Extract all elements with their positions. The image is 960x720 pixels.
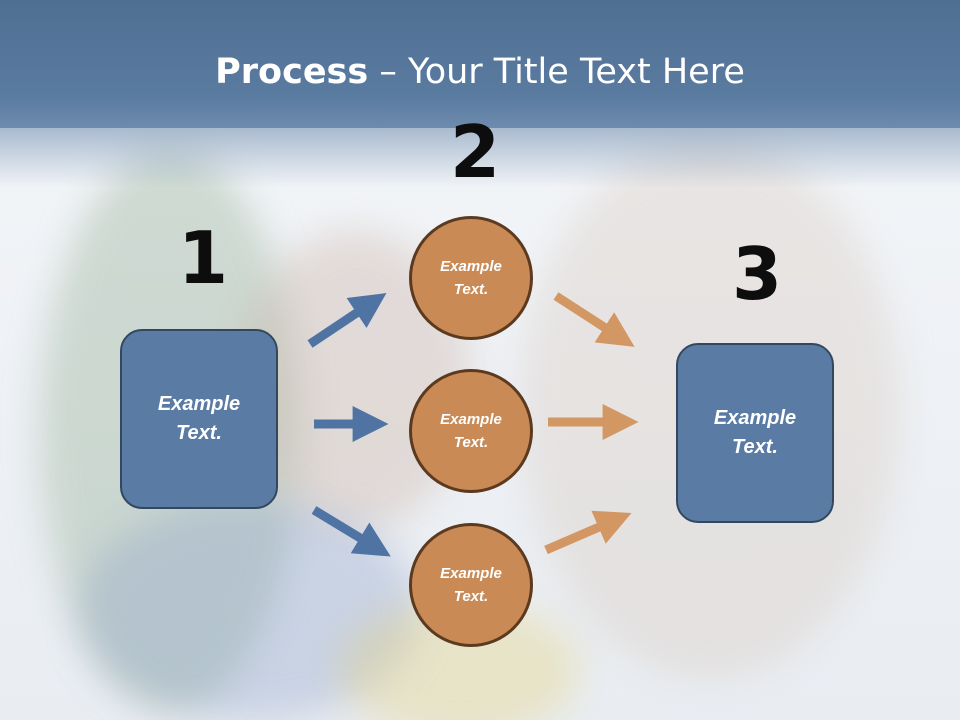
- step-3-text-line1: Example: [713, 407, 797, 429]
- title-bold: Process: [215, 52, 369, 92]
- circle-text-line1: Example: [440, 411, 502, 428]
- title-rest: – Your Title Text Here: [368, 52, 745, 92]
- circle-text: Example Text.: [440, 255, 502, 301]
- step-number-2: 2: [450, 110, 501, 194]
- circle-text-line2: Text.: [453, 434, 489, 451]
- step-2-circle-top: Example Text.: [409, 216, 533, 340]
- step-3-text-line2: Text.: [732, 436, 778, 458]
- step-1-text-line1: Example: [157, 393, 241, 415]
- step-1-box: Example Text.: [120, 329, 278, 509]
- circle-text-line1: Example: [440, 565, 502, 582]
- circle-text-line2: Text.: [453, 281, 489, 298]
- arrow-2-bottom-to-3: [544, 510, 632, 555]
- circle-text: Example Text.: [440, 562, 502, 608]
- arrow-1-to-2-top: [307, 293, 387, 348]
- step-number-1: 1: [178, 216, 229, 300]
- title-bar: [0, 0, 960, 128]
- title-bar-fade: [0, 128, 960, 188]
- step-1-text-line2: Text.: [176, 422, 222, 444]
- step-1-text: Example Text.: [158, 390, 240, 448]
- slide-title: Process – Your Title Text Here: [0, 52, 960, 92]
- step-2-circle-bottom: Example Text.: [409, 523, 533, 647]
- arrow-1-to-2-bottom: [311, 506, 391, 557]
- step-3-text: Example Text.: [714, 404, 796, 462]
- step-3-box: Example Text.: [676, 343, 834, 523]
- step-2-circle-middle: Example Text.: [409, 369, 533, 493]
- arrow-2-top-to-3: [553, 292, 635, 347]
- circle-text: Example Text.: [440, 408, 502, 454]
- step-number-3: 3: [732, 232, 783, 316]
- circle-text-line2: Text.: [453, 588, 489, 605]
- circle-text-line1: Example: [440, 258, 502, 275]
